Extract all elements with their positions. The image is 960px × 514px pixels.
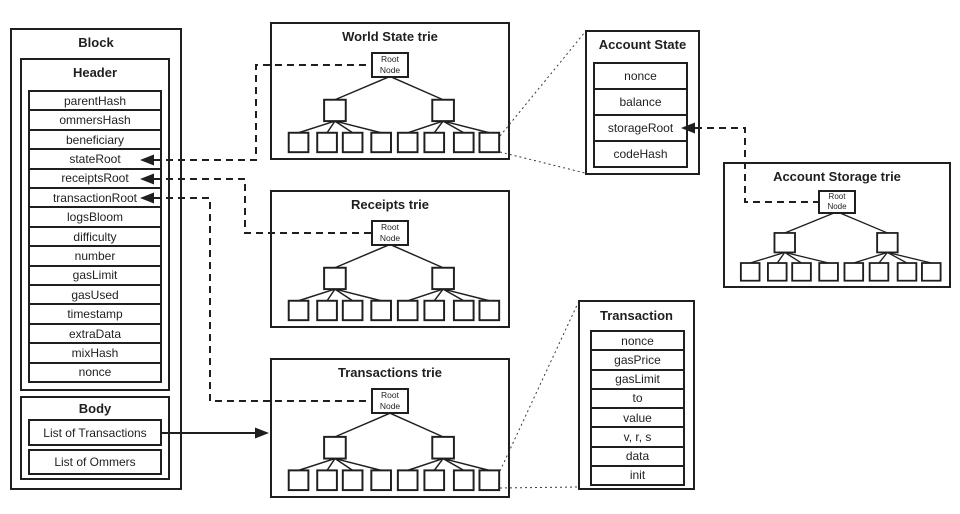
field-mixHash: mixHash bbox=[30, 344, 160, 364]
field-extraData: extraData bbox=[30, 325, 160, 345]
block-box: Block Header parentHash ommersHash benef… bbox=[10, 28, 182, 490]
field-nonce: nonce bbox=[78, 365, 112, 380]
header-fields: parentHash ommersHash beneficiary stateR… bbox=[28, 90, 162, 383]
field-difficulty: difficulty bbox=[30, 228, 160, 248]
field-receiptsRoot: receiptsRoot bbox=[30, 170, 160, 190]
field-data: data bbox=[592, 448, 683, 467]
field-transactionRoot: transactionRoot bbox=[30, 189, 160, 209]
field-gasUsed: gasUsed bbox=[30, 286, 160, 306]
account-state-box: Account State nonce balance storageRoot … bbox=[585, 30, 700, 175]
field-storageRoot: storageRoot bbox=[595, 116, 686, 142]
world-state-root-node: Root Node bbox=[371, 52, 409, 78]
account-state-title: Account State bbox=[598, 37, 687, 52]
list-of-transactions-arrowhead-icon bbox=[255, 427, 269, 439]
trie-tree-graphic bbox=[287, 75, 501, 154]
field-logsBloom: logsBloom bbox=[30, 208, 160, 228]
receipts-trie-box: Receipts trie Root Node bbox=[270, 190, 510, 328]
body-box: Body List of Transactions List of Ommers bbox=[20, 396, 170, 480]
trie-tree-graphic bbox=[287, 412, 501, 492]
trie-tree-graphic bbox=[739, 211, 942, 282]
field-to: to bbox=[592, 390, 683, 409]
transactions-trie-box: Transactions trie Root Node bbox=[270, 358, 510, 498]
header-title: Header bbox=[72, 65, 118, 80]
field-ommersHash: ommersHash bbox=[30, 111, 160, 131]
field-number: number bbox=[30, 247, 160, 267]
field-stateRoot: stateRoot bbox=[30, 150, 160, 170]
field-gasPrice: gasPrice bbox=[592, 351, 683, 371]
transaction-fields: nonce gasPrice gasLimit to value v, r, s… bbox=[590, 330, 685, 486]
field-timestamp: timestamp bbox=[30, 305, 160, 325]
worldstate-leaf-to-accountstate-bottom-line bbox=[499, 151, 586, 174]
header-box: Header parentHash ommersHash beneficiary… bbox=[20, 58, 170, 391]
field-gasLimit: gasLimit bbox=[592, 371, 683, 390]
account-storage-trie-box: Account Storage trie Root Node bbox=[723, 162, 951, 288]
field-balance: balance bbox=[595, 90, 686, 116]
field-beneficiary: beneficiary bbox=[30, 131, 160, 151]
field-nonce: nonce bbox=[592, 332, 683, 352]
body-title: Body bbox=[78, 401, 112, 416]
txtrie-leaf-to-transaction-top-line bbox=[499, 302, 579, 472]
receipts-root-node: Root Node bbox=[371, 220, 409, 246]
body-item-list-of-transactions: List of Transactions bbox=[28, 419, 162, 446]
transaction-title: Transaction bbox=[600, 308, 673, 323]
world-state-trie-title: World State trie bbox=[342, 29, 438, 44]
trie-tree-graphic bbox=[287, 243, 501, 322]
field-codeHash: codeHash bbox=[613, 147, 668, 161]
field-parentHash: parentHash bbox=[30, 92, 160, 112]
account-state-fields: nonce balance storageRoot codeHash bbox=[593, 62, 688, 168]
body-item-list-of-ommers: List of Ommers bbox=[28, 449, 162, 475]
world-state-trie-box: World State trie Root Node bbox=[270, 22, 510, 160]
field-gasLimit: gasLimit bbox=[30, 267, 160, 287]
block-title: Block bbox=[78, 35, 114, 50]
txtrie-leaf-to-transaction-bottom-line bbox=[499, 486, 579, 489]
transaction-box: Transaction nonce gasPrice gasLimit to v… bbox=[578, 300, 695, 490]
account-storage-root-node: Root Node bbox=[818, 190, 856, 214]
field-value: value bbox=[592, 409, 683, 429]
field-nonce: nonce bbox=[595, 64, 686, 90]
field-init: init bbox=[629, 468, 646, 483]
field-vrs: v, r, s bbox=[592, 428, 683, 448]
worldstate-leaf-to-accountstate-top-line bbox=[499, 31, 586, 137]
transactions-root-node: Root Node bbox=[371, 388, 409, 414]
